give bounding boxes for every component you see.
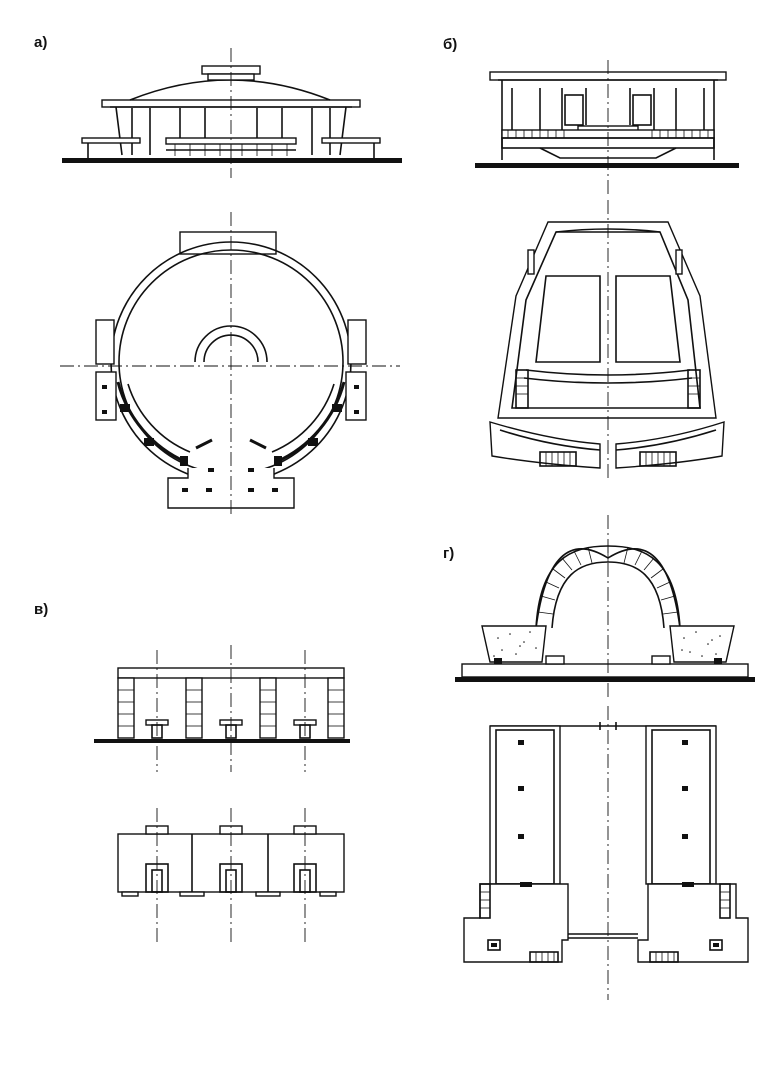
panel-v-plan (117, 808, 345, 944)
panel-b-label: б) (443, 36, 458, 53)
panel-v-elevation (94, 645, 350, 772)
panel-v-label: в) (34, 601, 49, 618)
panel-a-plan (60, 212, 400, 518)
panel-a-label: а) (34, 34, 48, 51)
panel-b-elevation (475, 60, 739, 196)
panel-a-elevation (62, 48, 402, 178)
panel-g-plan (463, 706, 749, 1000)
panel-g-label: г) (443, 545, 455, 562)
panel-b-plan (489, 200, 725, 480)
panel-g-elevation (455, 515, 755, 700)
